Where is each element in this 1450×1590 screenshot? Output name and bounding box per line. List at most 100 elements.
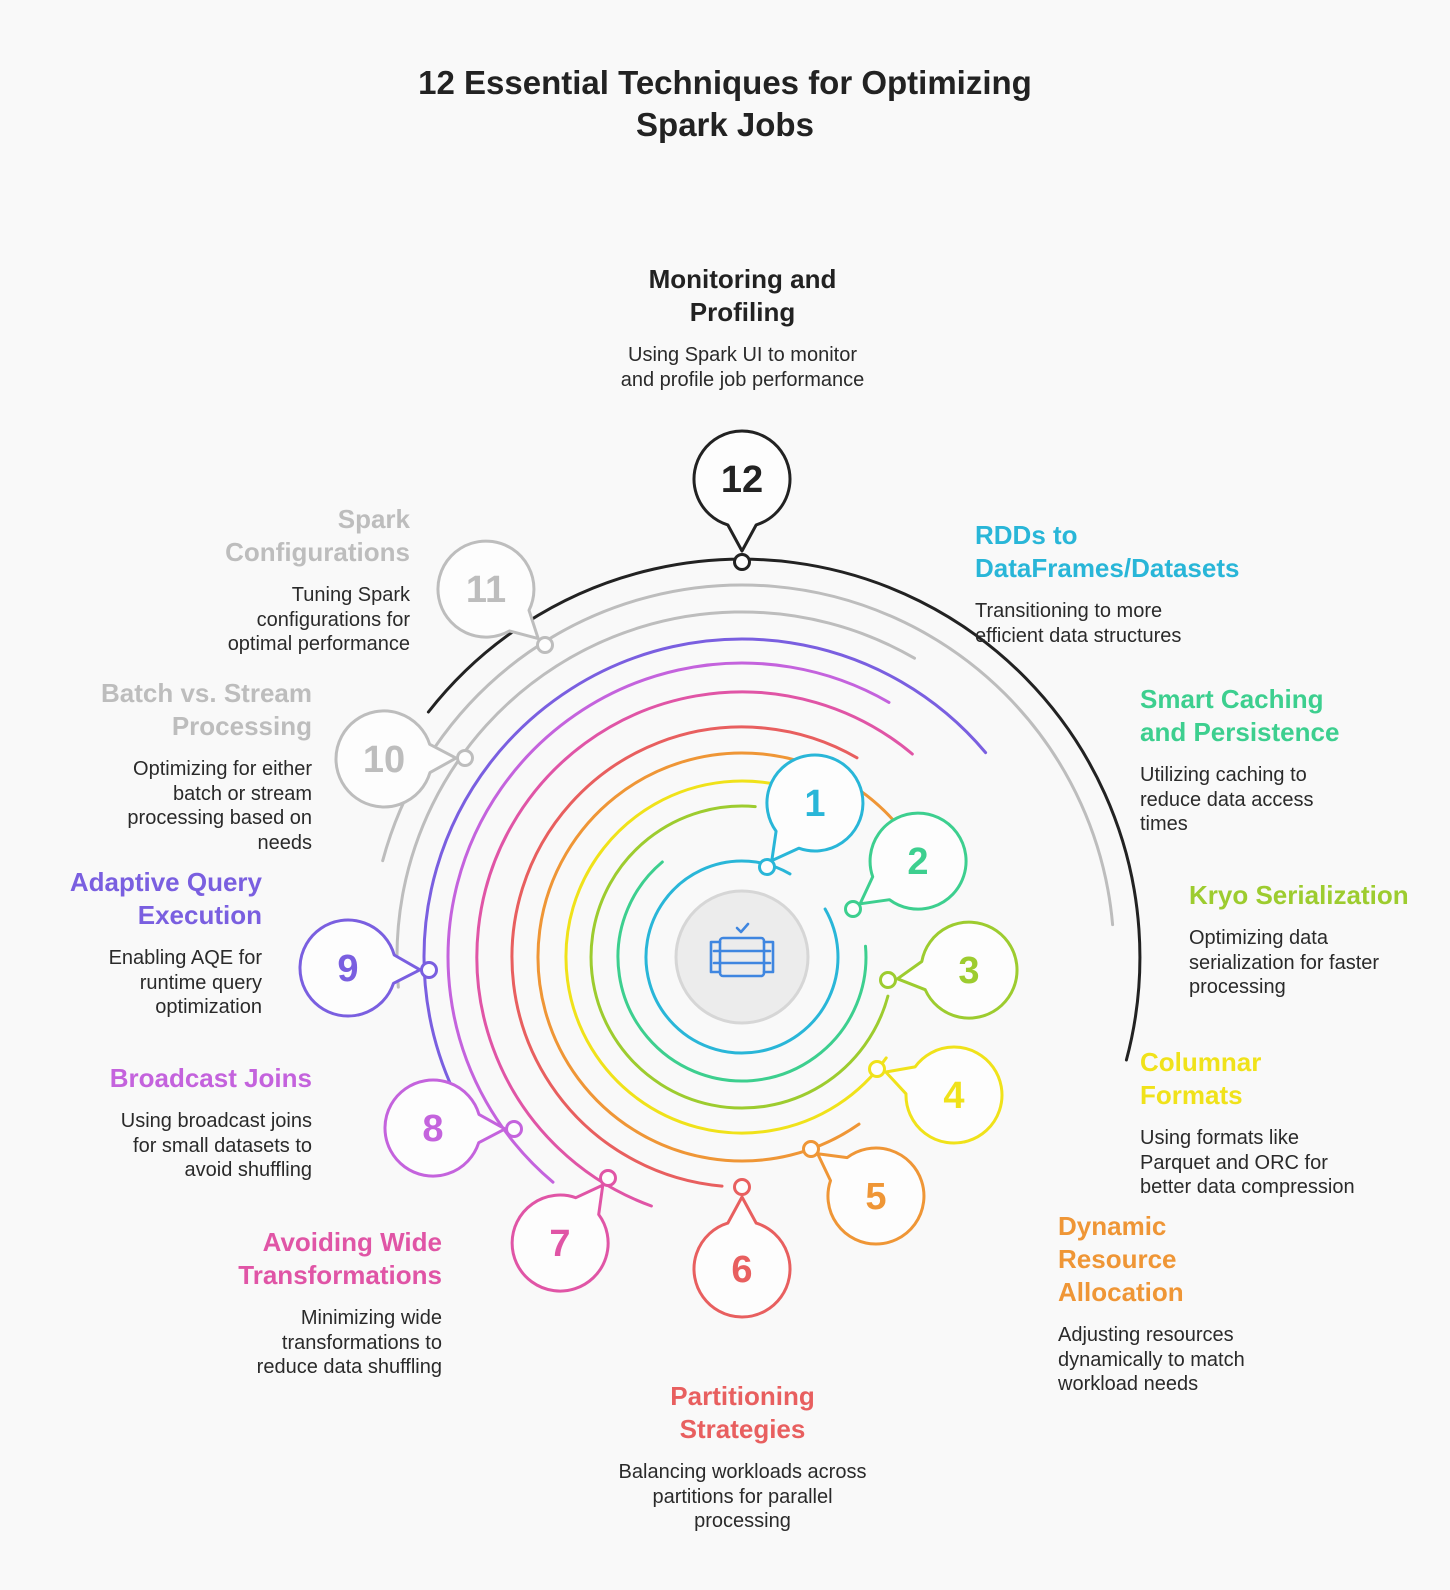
spiral-arc-10: [395, 610, 916, 989]
step-number-9: 9: [337, 948, 358, 990]
step-description-line: serialization for faster: [1189, 951, 1380, 974]
step-description-line: Tuning Spark: [291, 584, 410, 606]
callout-bubble: [692, 429, 792, 553]
step-description-line: dynamically to match: [1058, 1348, 1245, 1371]
anchor-dot: [879, 971, 897, 989]
step-title-line: Execution: [137, 900, 262, 930]
spiral-arc-1: [644, 859, 840, 1055]
step-description-line: avoid shuffling: [184, 1159, 313, 1181]
step-description-line: reduce data access: [1140, 788, 1314, 811]
anchor-dot: [802, 1140, 820, 1158]
title-line-2: Spark Jobs: [636, 106, 814, 143]
step-title-line: Formats: [1140, 1080, 1243, 1110]
anchor-dot: [536, 636, 554, 654]
step-description-line: runtime query: [139, 971, 262, 994]
step-number-11: 11: [466, 569, 506, 611]
step-marker-6: 6: [692, 1178, 792, 1319]
anchor-dot: [758, 858, 776, 876]
callout-bubble: [436, 539, 540, 641]
step-number-2: 2: [907, 841, 928, 883]
anchor-dot: [733, 1178, 751, 1196]
step-description-line: partitions for parallel: [652, 1485, 833, 1508]
step-title: Broadcast Joins: [80, 1062, 312, 1095]
step-description-line: Using formats like: [1140, 1127, 1299, 1149]
step-title-line: RDDs to: [975, 520, 1078, 550]
step-title-line: Transformations: [238, 1260, 442, 1290]
step-title-line: Adaptive Query: [69, 867, 262, 897]
step-title-line: Dynamic: [1058, 1211, 1167, 1241]
step-title-line: DataFrames/Datasets: [975, 553, 1240, 583]
title-line-1: 12 Essential Techniques for Optimizing: [418, 64, 1032, 101]
step-description-line: better data compression: [1140, 1176, 1355, 1198]
spiral-arc-9: [422, 637, 988, 1093]
step-title-line: Spark: [337, 504, 410, 534]
anchor-dot: [505, 1120, 523, 1138]
step-number-5: 5: [865, 1176, 886, 1218]
step-marker-7: 7: [510, 1169, 617, 1293]
spiral-arc-3: [589, 804, 890, 1110]
anchor-dot: [733, 553, 751, 571]
step-marker-3: 3: [879, 920, 1019, 1020]
step-number-4: 4: [943, 1075, 964, 1117]
anchor-dot: [599, 1169, 617, 1187]
step-title-line: Broadcast Joins: [109, 1063, 312, 1093]
step-title-line: Columnar: [1140, 1047, 1262, 1077]
step-description-line: for small datasets to: [133, 1134, 312, 1157]
step-description-line: workload needs: [1058, 1373, 1199, 1395]
step-number-6: 6: [731, 1249, 752, 1291]
step-description-line: transformations to: [281, 1331, 442, 1354]
callout-bubble: [383, 1078, 507, 1178]
spiral-arc-5: [536, 751, 900, 1163]
step-marker-12: 12: [692, 429, 792, 571]
step-title-line: Processing: [171, 711, 312, 741]
spiral-arc-7: [475, 690, 914, 1208]
step-number-10: 10: [363, 739, 405, 781]
database-check-icon: [709, 922, 775, 978]
step-title-line: Kryo Serialization: [1189, 880, 1409, 910]
step-description-line: Using broadcast joins: [120, 1110, 312, 1132]
page-title: 12 Essential Techniques for Optimizing S…: [325, 62, 1125, 146]
step-description-line: Enabling AQE for: [108, 947, 262, 969]
step-title-line: Avoiding Wide: [262, 1227, 442, 1257]
anchor-dot: [868, 1060, 886, 1078]
spiral-arc-4: [564, 779, 888, 1135]
spiral-arc-6: [510, 725, 859, 1188]
step-description-line: Transitioning to more: [975, 600, 1163, 622]
anchor-dot: [844, 900, 862, 918]
step-number-8: 8: [422, 1108, 443, 1150]
callout-bubble: [816, 1146, 926, 1246]
step-description-line: and profile job performance: [620, 368, 865, 391]
callout-bubble: [884, 1045, 1004, 1145]
step-description-line: Utilizing caching to: [1140, 764, 1307, 786]
step-description-line: Optimizing for either: [133, 758, 312, 780]
step-description-line: batch or stream: [173, 782, 312, 805]
step-description-line: Adjusting resources: [1058, 1324, 1234, 1346]
callout-bubble: [896, 920, 1019, 1020]
step-description-line: efficient data structures: [975, 624, 1182, 647]
callout-bubble: [765, 753, 865, 863]
